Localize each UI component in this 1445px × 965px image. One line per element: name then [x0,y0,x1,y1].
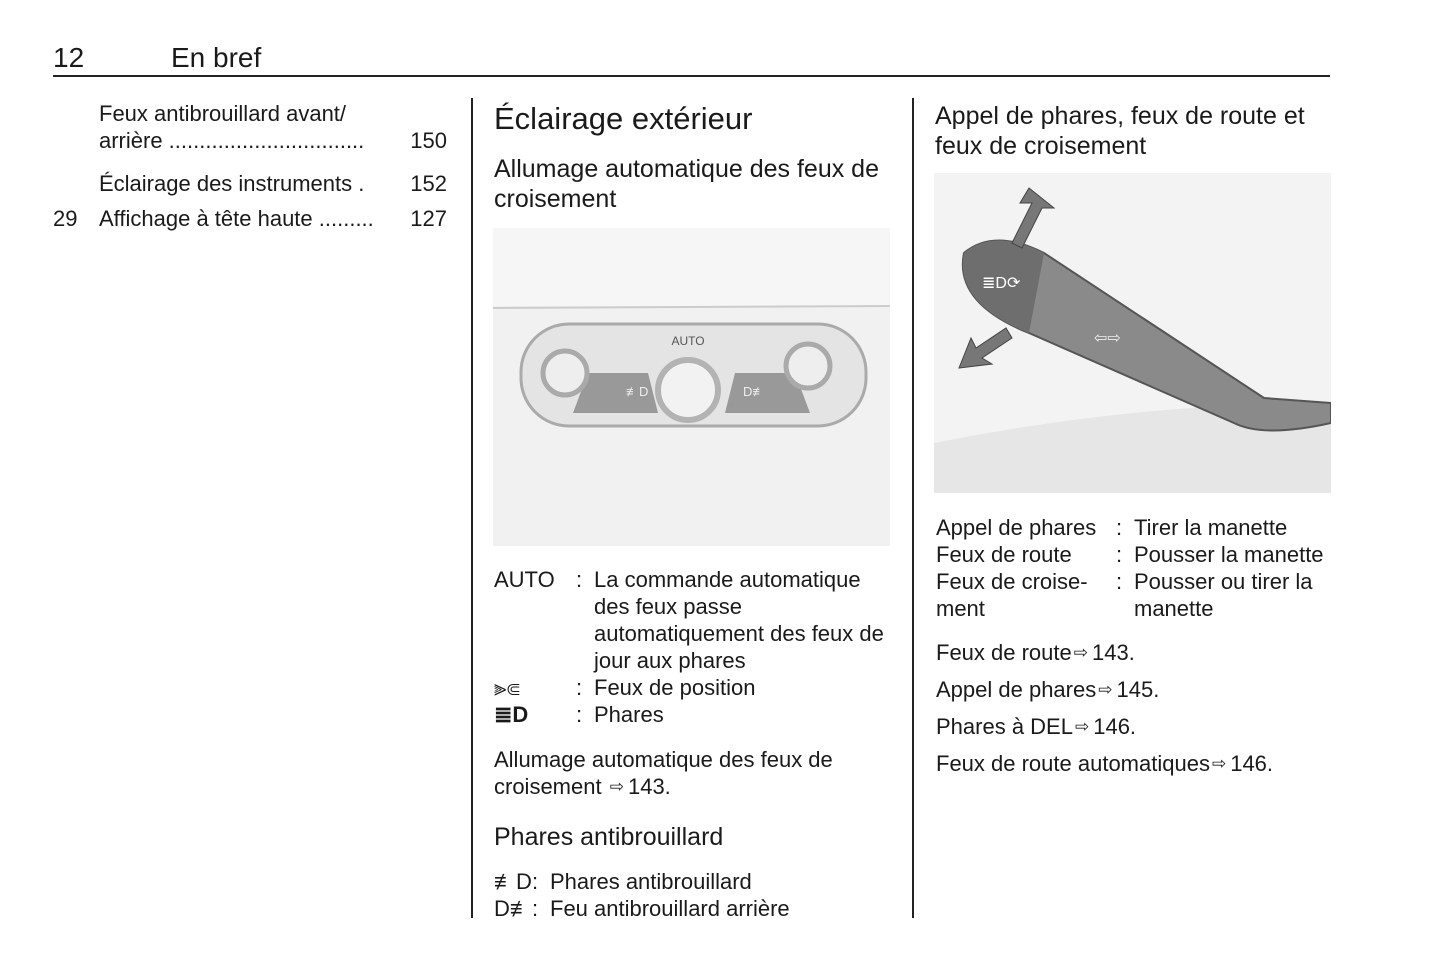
legend-text: Pousser la manette [1134,542,1324,567]
reference-text: Feux de route automatiques [936,751,1210,776]
headlights-icon: ≣D [494,702,529,727]
front-fog-light-icon: ≢D [494,869,532,894]
paragraph-text: Allumage automatique des feux de croisem… [494,747,833,799]
paragraph: Allumage automatique des feux de croisem… [494,746,890,802]
page-reference-link[interactable]: 145. [1096,677,1159,702]
page-reference-link[interactable]: 143. [608,774,671,799]
toc-page: 152 [410,171,447,196]
legend-item: ≣D:Phares [494,701,890,728]
legend-text: La commande automatique des feux passe a… [594,567,884,673]
toc-page: 127 [410,206,447,231]
legend-text: Phares antibrouillard [550,869,752,894]
page-reference-link[interactable]: 143. [1072,640,1135,665]
reference-line: Feux de route automatiques146. [936,750,1336,779]
toc-item[interactable]: Éclairage des instruments . 152 [99,170,447,197]
toc-item[interactable]: Affichage à tête haute ......... 127 [99,205,447,232]
subsection-heading: Phares antibrouillard [494,823,724,851]
legend-list: AUTO:La commande automatique des feux pa… [494,566,890,922]
legend-text: Phares [594,702,664,727]
column-divider [471,98,473,918]
legend-text: Feu antibrouillard arrière [550,896,790,921]
page-reference-link[interactable]: 146. [1210,751,1273,776]
section-heading: Appel de phares, feux de route et feux d… [935,102,1305,160]
svg-text:≣D⟳: ≣D⟳ [982,275,1021,292]
page-number: 12 [53,42,85,73]
toc-page: 150 [410,128,447,153]
legend-item: ≢D:Phares antibrouillard [494,868,890,895]
toc-label: Feux antibrouillard avant/ [99,101,347,126]
svg-text:≢D: ≢D [626,384,648,399]
legend-item: AUTO:La commande automatique des feux pa… [494,566,890,674]
toc-label: Éclairage des instruments . [99,171,365,196]
legend-item: D≢:Feu antibrouillard arrière [494,895,890,922]
legend-key: Feux de route [936,542,1072,567]
rear-fog-light-icon: D≢ [494,896,532,921]
reference-text: Phares à DEL [936,714,1073,739]
reference-line: Phares à DEL146. [936,713,1336,742]
header-rule [53,75,1330,77]
reference-line: Feux de route143. [936,639,1336,668]
section-title: En bref [171,42,262,73]
legend-item: Appel de phares:Tirer la manette [936,514,1336,541]
subsection-heading: Allumage automatique des feux de croisem… [494,155,879,213]
toc-label: arrière ................................ [99,128,365,153]
legend-key: Appel de phares [936,515,1097,540]
section-heading: Éclairage extérieur [494,101,753,136]
legend-text: Feux de position [594,675,756,700]
toc-item[interactable]: Feux antibrouillard avant/ arrière .....… [99,100,447,154]
legend-key: AUTO [494,567,555,592]
svg-text:D≢: D≢ [743,384,765,399]
legend-text: Tirer la manette [1134,515,1288,540]
reference-line: Appel de phares145. [936,676,1336,705]
light-stalk-illustration: ≣D⟳ ⇦⇨ [934,173,1331,493]
reference-text: Appel de phares [936,677,1097,702]
legend-item: ⫸⋐:Feux de position [494,674,890,701]
reference-text: Feux de route [936,640,1072,665]
auto-label: AUTO [671,334,704,348]
parking-lights-icon: ⫸⋐ [494,675,521,700]
toc-number: 29 [53,206,78,231]
page-reference-link[interactable]: 146. [1073,714,1136,739]
svg-text:⇦⇨: ⇦⇨ [1094,330,1121,347]
legend-list: Appel de phares:Tirer la manette Feux de… [936,514,1336,779]
toc-label: Affichage à tête haute ......... [99,206,374,231]
legend-text: Pousser ou tirer la manette [1134,569,1313,621]
legend-key: Feux de croise-ment [936,569,1088,621]
light-switch-illustration: ≢D D≢ AUTO [493,228,890,546]
legend-item: Feux de route:Pousser la manette [936,541,1336,568]
legend-item: Feux de croise-ment:Pousser ou tirer la … [936,568,1336,622]
column-divider [912,98,914,918]
